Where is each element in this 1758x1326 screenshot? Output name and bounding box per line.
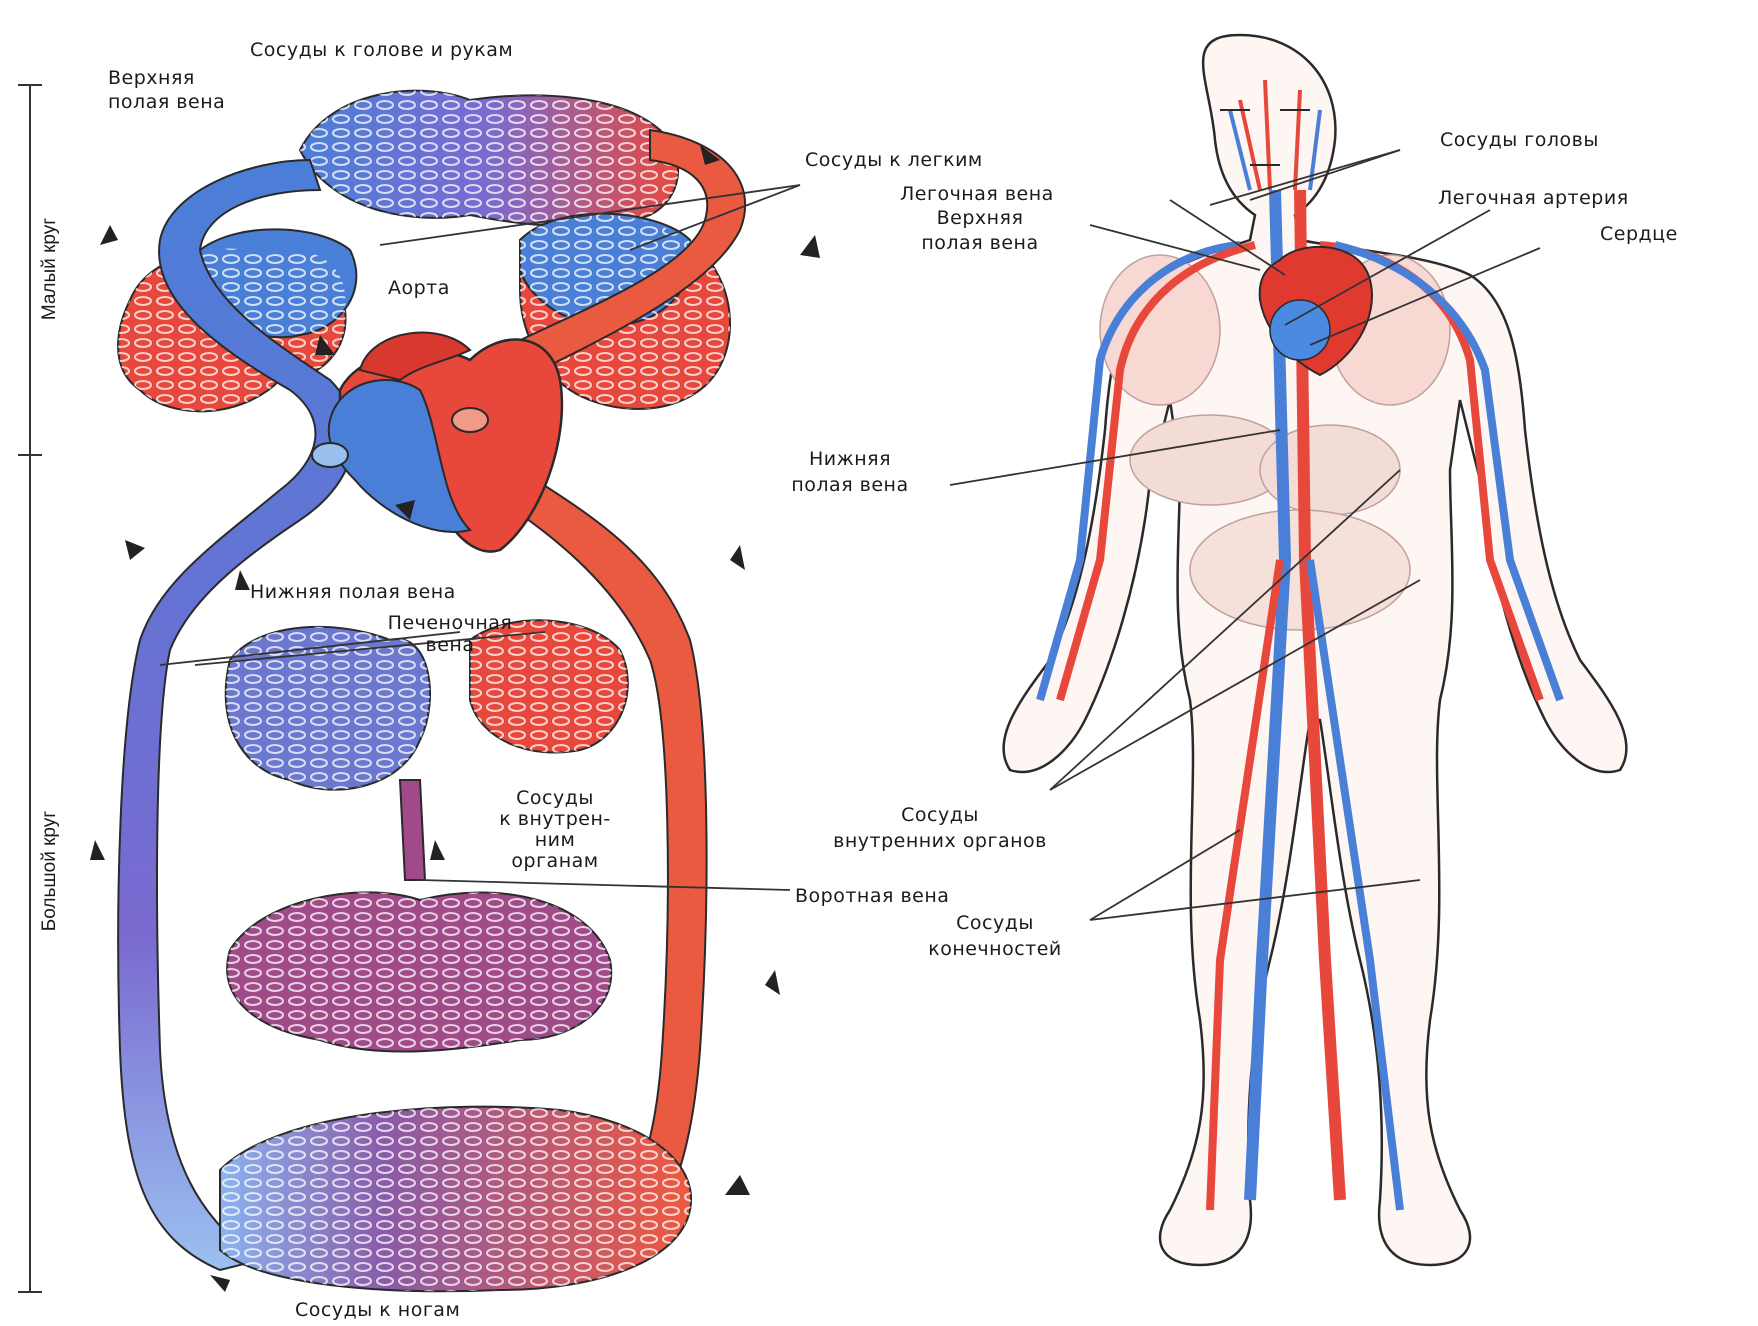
- label-superior-vena-cava-right: Верхняя полая вена: [880, 206, 1080, 256]
- portal-vein-schematic: [400, 780, 425, 880]
- label-portal-vein: Воротная вена: [795, 884, 949, 908]
- label-vessels-legs: Сосуды к ногам: [295, 1298, 460, 1322]
- legs-capillary-bed: [220, 1107, 691, 1292]
- label-vessels-limbs: Сосуды конечностей: [910, 910, 1080, 962]
- heart-schematic: [312, 333, 562, 552]
- label-head-vessels: Сосуды головы: [1440, 128, 1599, 152]
- label-vessels-internal-organs-right: Сосуды внутренних органов: [760, 802, 1120, 854]
- head-capillary-bed: [300, 91, 678, 227]
- label-vessels-lungs: Сосуды к легким: [805, 148, 983, 172]
- label-aorta: Аорта: [388, 276, 450, 300]
- label-small-circle: Малый круг: [39, 199, 61, 339]
- label-pulmonary-artery: Легочная артерия: [1438, 186, 1629, 210]
- label-hepatic-vein: Печеночная вена: [350, 612, 550, 656]
- label-superior-vena-cava-left: Верхняя полая вена: [108, 66, 225, 114]
- label-inferior-vena-cava-left: Нижняя полая вена: [250, 580, 456, 604]
- intestine-capillary-bed: [227, 892, 611, 1051]
- label-vessels-internal-organs-left: Сосуды к внутрен- ним органам: [480, 788, 630, 872]
- label-pulmonary-vein: Легочная вена: [900, 182, 1054, 206]
- label-inferior-vena-cava-right: Нижняя полая вена: [755, 446, 945, 498]
- label-heart: Сердце: [1600, 222, 1678, 246]
- label-large-circle: Большой круг: [39, 791, 61, 951]
- label-vessels-head-arms: Сосуды к голове и рукам: [250, 38, 513, 62]
- human-body-figure: [1004, 35, 1627, 1265]
